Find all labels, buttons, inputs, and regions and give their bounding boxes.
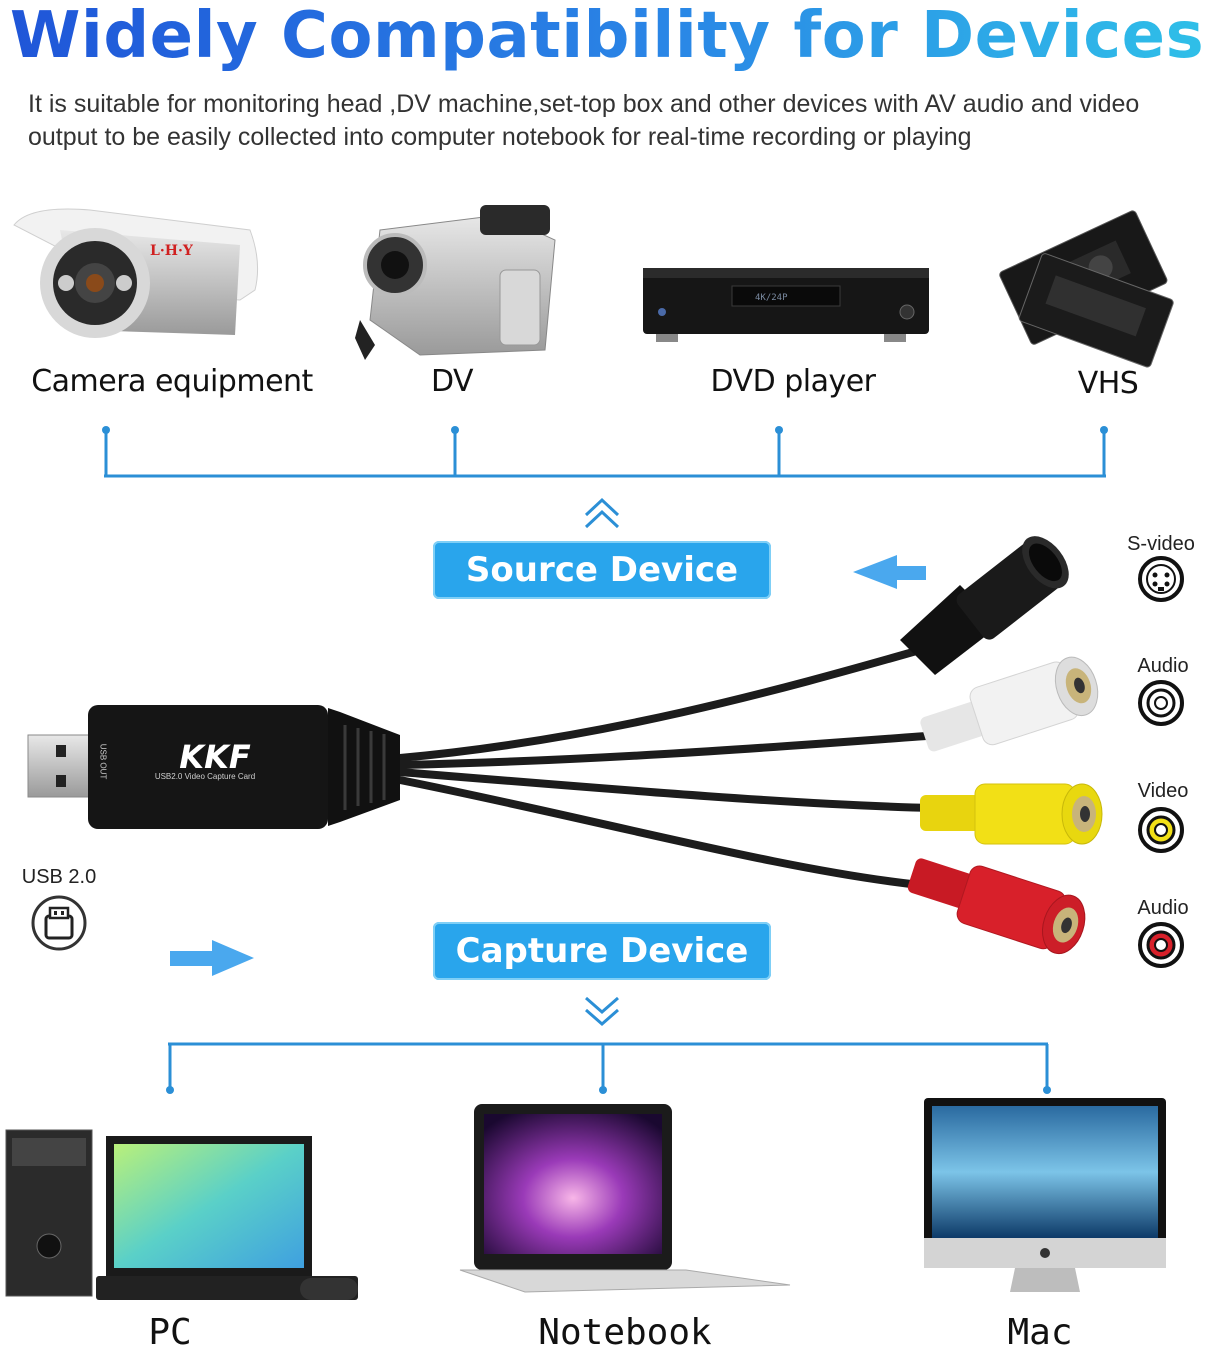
label-pc: PC (148, 1312, 192, 1353)
page-subtitle: It is suitable for monitoring head ,DV m… (28, 90, 1140, 151)
page-title: Widely Compatibility for Devices (0, 0, 1214, 72)
audio-white-port-icon (1138, 680, 1184, 726)
label-mac: Mac (1007, 1312, 1073, 1353)
port-label-audio-white: Audio (1137, 655, 1189, 677)
chevron-up-icon (584, 497, 620, 529)
rca-red-plug (907, 858, 1086, 955)
label-dv: DV (430, 364, 474, 399)
desktop-pc-icon (5, 1129, 358, 1300)
target-bracket (166, 1042, 1051, 1094)
label-notebook: Notebook (538, 1312, 712, 1353)
rca-white-plug (920, 656, 1099, 752)
cable-bundle (396, 646, 944, 889)
port-label-audio-red: Audio (1137, 897, 1189, 919)
capture-device-badge: Capture Device (433, 922, 771, 980)
usb-label: USB 2.0 (21, 866, 97, 888)
arrow-right-icon (170, 940, 254, 976)
security-camera-icon: L·H·Y (13, 208, 259, 338)
label-dvd-player: DVD player (710, 364, 876, 399)
arrow-left-icon (853, 555, 926, 589)
svg-text:4K/24P: 4K/24P (755, 293, 788, 303)
vhs-tapes-icon (999, 210, 1174, 368)
svg-text:L·H·Y: L·H·Y (150, 243, 194, 259)
usb-out-text: USB OUT (98, 743, 108, 780)
label-vhs: VHS (1077, 366, 1139, 401)
s-video-port-icon (1138, 556, 1184, 602)
s-video-plug (900, 536, 1069, 675)
chevron-down-icon (585, 996, 619, 1026)
dvd-player-icon: 4K/24P (643, 268, 929, 342)
source-bracket (102, 426, 1108, 478)
capture-dongle (27, 705, 400, 829)
port-label-video: Video (1137, 780, 1189, 802)
source-device-badge: Source Device (433, 541, 771, 599)
audio-red-port-icon (1138, 922, 1184, 968)
imac-icon (924, 1098, 1166, 1292)
video-yellow-port-icon (1138, 807, 1184, 853)
rca-yellow-plug (920, 783, 1103, 845)
port-label-s-video: S-video (1127, 533, 1195, 555)
laptop-icon (459, 1104, 791, 1293)
kkf-logo: KKF (179, 738, 251, 776)
camcorder-icon (355, 205, 556, 360)
usb-port-icon (30, 894, 88, 952)
label-camera-equipment: Camera equipment (31, 364, 313, 399)
dongle-caption: USB2.0 Video Capture Card (154, 772, 256, 781)
